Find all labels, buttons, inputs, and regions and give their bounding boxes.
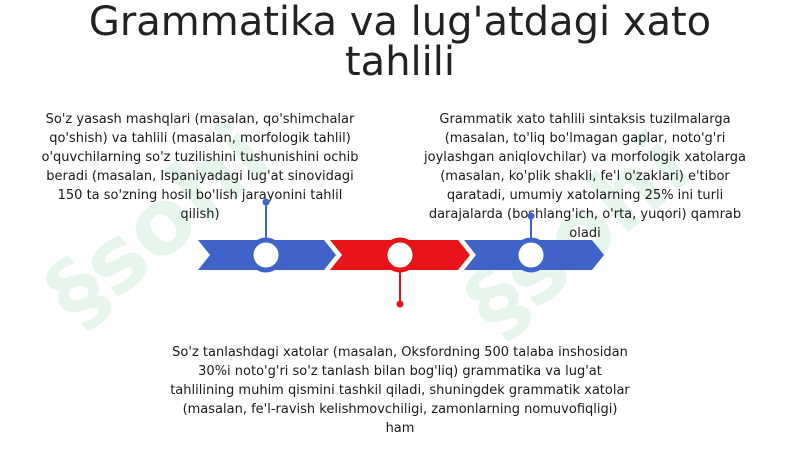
- title-line-1: Grammatika va lug'atdagi xato: [88, 0, 712, 45]
- marker-right: [513, 237, 549, 273]
- marker-center: [382, 237, 418, 273]
- connector-right-dot: [527, 212, 535, 220]
- page-title: Grammatika va lug'atdagi xato tahlili: [0, 2, 800, 82]
- text-block-bottom: So'z tanlashdagi xatolar (masalan, Oksfo…: [170, 345, 630, 436]
- connector-left-dot: [262, 198, 270, 206]
- connector-bottom-dot: [396, 300, 404, 308]
- marker-left: [248, 237, 284, 273]
- title-line-2: tahlili: [345, 39, 455, 85]
- text-block-right: Grammatik xato tahlili sintaksis tuzilma…: [424, 112, 746, 241]
- text-block-left: So'z yasash mashqlari (masalan, qo'shimc…: [41, 112, 359, 222]
